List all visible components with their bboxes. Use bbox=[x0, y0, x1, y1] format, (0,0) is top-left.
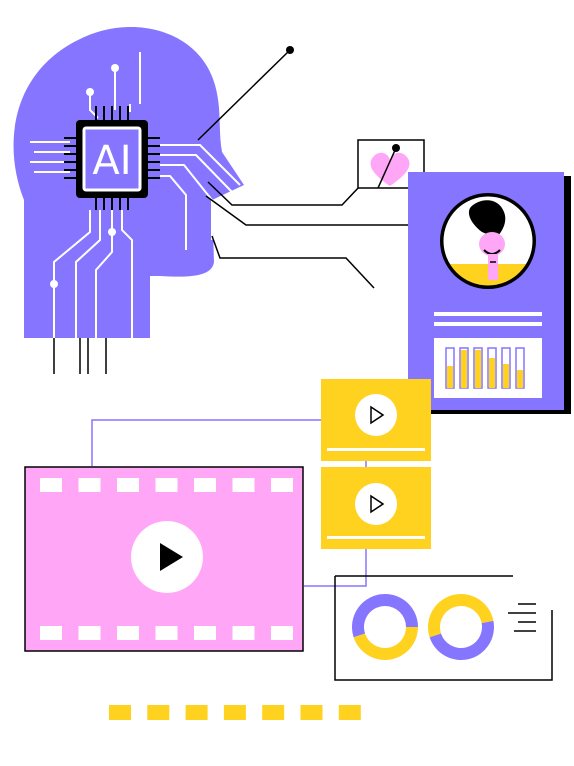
film-hole bbox=[155, 478, 178, 492]
play-icon bbox=[370, 405, 385, 425]
film-hole bbox=[271, 626, 293, 640]
video-card-line bbox=[327, 448, 425, 451]
film-hole bbox=[232, 626, 255, 640]
film-hole bbox=[271, 478, 293, 492]
ai-chip-icon: AI bbox=[64, 106, 160, 210]
dash bbox=[223, 705, 246, 720]
film-hole bbox=[78, 626, 101, 640]
bottom-dashes bbox=[109, 705, 361, 720]
dash bbox=[109, 705, 131, 720]
circuit-nodes bbox=[50, 64, 119, 288]
bar-fill bbox=[503, 364, 509, 388]
donut-segment bbox=[461, 594, 494, 624]
profile-text-line bbox=[434, 312, 542, 316]
dash bbox=[185, 705, 208, 720]
avatar-icon bbox=[440, 193, 536, 289]
donut-chart-icon bbox=[352, 594, 418, 660]
dash bbox=[338, 705, 361, 720]
chip-pins bbox=[64, 106, 160, 210]
neck-wires bbox=[53, 338, 107, 374]
analytics-frame bbox=[334, 575, 553, 681]
film-hole bbox=[117, 626, 139, 640]
video-card-bottom bbox=[321, 467, 431, 549]
donut-segment bbox=[352, 594, 385, 638]
film-hole bbox=[194, 478, 216, 492]
play-button[interactable] bbox=[355, 483, 397, 525]
video-card-line bbox=[327, 536, 425, 539]
film-hole bbox=[40, 626, 62, 640]
donut-segment bbox=[429, 620, 494, 660]
heart-icon bbox=[370, 152, 410, 186]
bar-fill bbox=[447, 366, 453, 388]
film-hole bbox=[78, 478, 101, 492]
film-hole bbox=[232, 478, 255, 492]
film-holes-bottom bbox=[40, 626, 293, 640]
legend-lines bbox=[508, 603, 536, 632]
donut-segment bbox=[353, 627, 418, 660]
bubble-line bbox=[377, 147, 397, 189]
donut-chart-icon bbox=[428, 594, 494, 660]
chip-label: AI bbox=[92, 138, 131, 184]
film-hole bbox=[40, 478, 62, 492]
play-icon bbox=[370, 494, 385, 514]
film-hole bbox=[155, 626, 178, 640]
dash bbox=[300, 705, 323, 720]
film-hole bbox=[117, 478, 139, 492]
donut-segment bbox=[385, 594, 418, 627]
profile-text-line bbox=[434, 322, 542, 326]
bar-fill bbox=[475, 350, 481, 388]
bar-fill bbox=[517, 370, 523, 388]
bar-fill bbox=[489, 358, 495, 388]
donut-segment bbox=[428, 594, 461, 638]
bar-fill bbox=[461, 350, 467, 388]
film-hole bbox=[194, 626, 216, 640]
chip-body-inner bbox=[82, 126, 142, 192]
profile-card bbox=[408, 172, 571, 414]
dash bbox=[147, 705, 170, 720]
dash bbox=[262, 705, 285, 720]
bubble-dot bbox=[392, 144, 400, 152]
connector-dot bbox=[286, 46, 294, 54]
purple-connectors bbox=[91, 190, 410, 587]
film-holes-top bbox=[40, 478, 293, 492]
play-icon bbox=[160, 543, 183, 571]
play-button[interactable] bbox=[355, 394, 397, 436]
bar-chart-icon bbox=[445, 347, 525, 389]
analytics-panel bbox=[334, 575, 553, 681]
video-card-top bbox=[321, 379, 431, 461]
video-player bbox=[24, 466, 304, 652]
circuit-traces bbox=[30, 52, 241, 340]
